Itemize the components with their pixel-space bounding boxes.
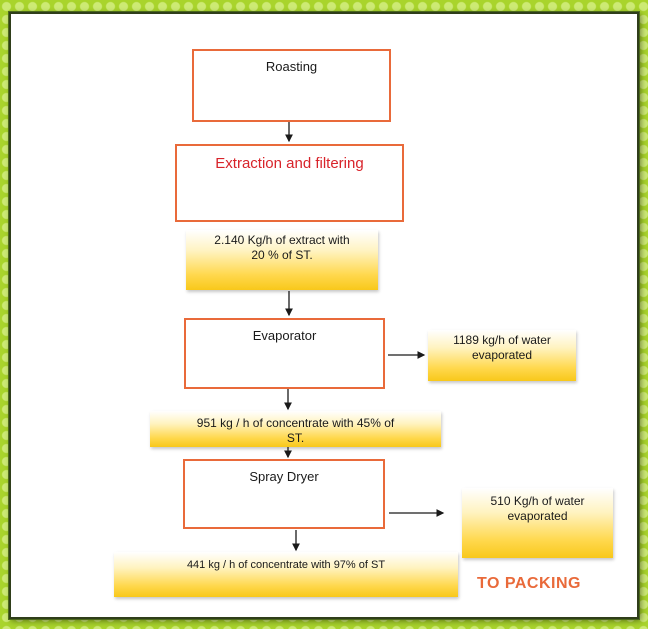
note-water-evaporated-1: 1189 kg/h of water evaporated (428, 330, 576, 381)
note-concentrate45-line2: ST. (286, 431, 305, 445)
note-concentrate-45: 951 kg / h of concentrate with 45% of ST… (150, 411, 441, 447)
step-spray-dryer-label: Spray Dryer (249, 469, 319, 484)
step-extraction-label: Extraction and filtering (215, 155, 364, 172)
note-extract-line1: 2.140 Kg/h of extract with (214, 233, 350, 247)
note-concentrate45-line1: 951 kg / h of concentrate with 45% of (196, 416, 395, 430)
note-extract-line2: 20 % of ST. (251, 248, 313, 262)
step-spray-dryer: Spray Dryer (183, 459, 385, 529)
note-water-dry-line1: 510 Kg/h of water (490, 494, 585, 508)
note-water-evaporated-2: 510 Kg/h of water evaporated (462, 488, 613, 558)
note-water-evap-line2: evaporated (471, 348, 533, 362)
step-evaporator-label: Evaporator (252, 328, 317, 343)
step-extraction-filtering: Extraction and filtering (175, 144, 404, 222)
step-evaporator: Evaporator (184, 318, 385, 389)
step-roasting: Roasting (192, 49, 391, 122)
step-roasting-label: Roasting (265, 59, 318, 74)
to-packing-label: TO PACKING (477, 575, 581, 592)
note-concentrate-97: 441 kg / h of concentrate with 97% of ST (114, 552, 458, 597)
note-water-evap-line1: 1189 kg/h of water (453, 333, 551, 347)
note-water-dry-line2: evaporated (507, 509, 568, 523)
note-concentrate97-text: 441 kg / h of concentrate with 97% of ST (186, 559, 386, 571)
note-extract: 2.140 Kg/h of extract with 20 % of ST. (186, 230, 378, 290)
